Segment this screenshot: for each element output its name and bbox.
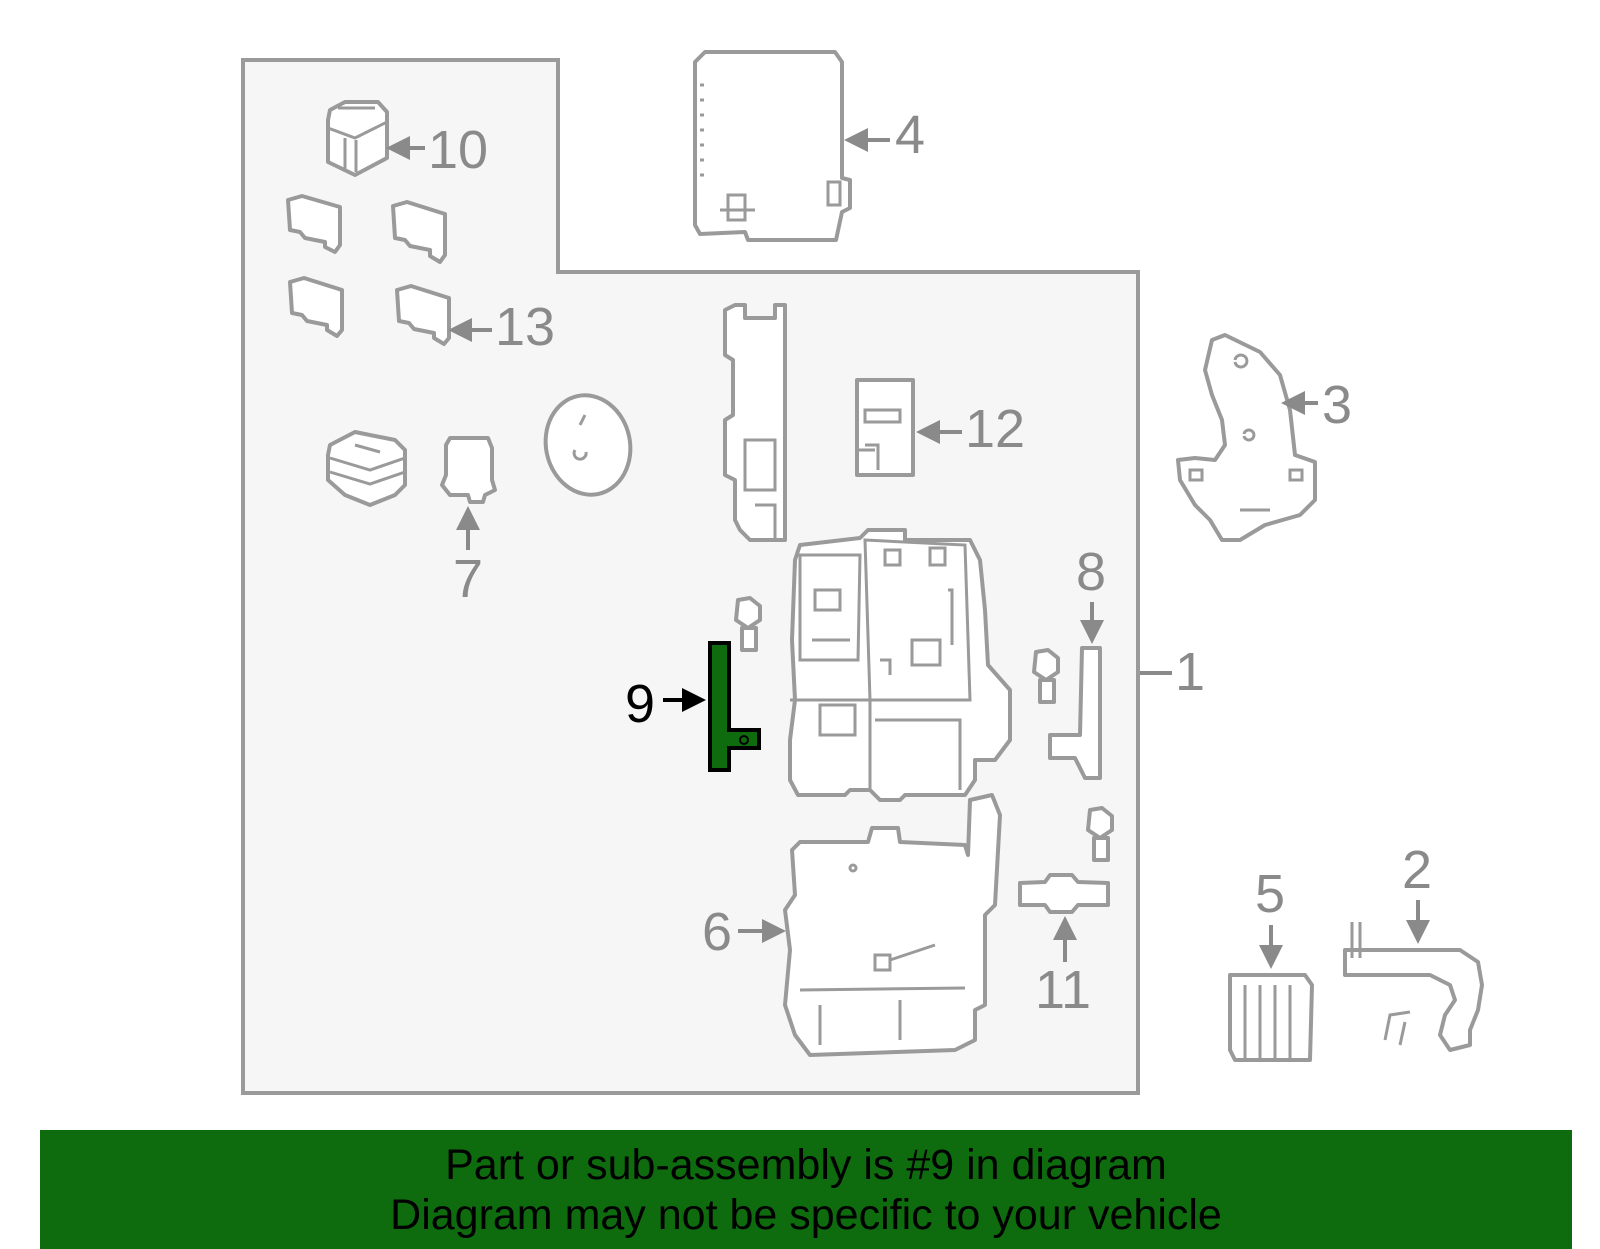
callout-10: 10 xyxy=(428,120,488,180)
part-2-bracket xyxy=(1343,922,1484,1052)
callout-3: 3 xyxy=(1322,375,1352,435)
banner-line-2: Diagram may not be specific to your vehi… xyxy=(390,1191,1222,1239)
callout-2: 2 xyxy=(1402,840,1432,900)
callout-9: 9 xyxy=(625,674,655,734)
part-13-fuses xyxy=(286,194,451,346)
part-5-cover xyxy=(1228,973,1314,1062)
part-9-bracket-highlighted xyxy=(708,641,761,772)
callout-13: 13 xyxy=(495,297,555,357)
assembly-boundary xyxy=(241,58,1140,1095)
bolt-lower xyxy=(1086,806,1114,862)
info-banner: Part or sub-assembly is #9 in diagram Di… xyxy=(40,1130,1572,1249)
banner-line-1: Part or sub-assembly is #9 in diagram xyxy=(445,1141,1167,1189)
part-12-relay xyxy=(855,378,915,477)
callout-4: 4 xyxy=(895,105,925,165)
callout-11: 11 xyxy=(1035,960,1091,1020)
callout-1: 1 xyxy=(1175,642,1205,702)
part-11-bracket xyxy=(1018,873,1110,914)
callout-5: 5 xyxy=(1255,864,1285,924)
bolt-middle xyxy=(1032,648,1060,704)
part-8-bracket xyxy=(1048,646,1102,780)
relay-block xyxy=(326,430,407,507)
part-4-control-module xyxy=(693,50,852,242)
upper-bracket xyxy=(723,303,787,542)
callout-12: 12 xyxy=(965,399,1025,459)
callout-8: 8 xyxy=(1076,542,1106,602)
part-10-relay xyxy=(326,100,389,177)
round-cover xyxy=(543,393,633,497)
part-3-bracket xyxy=(1176,333,1317,542)
junction-block xyxy=(788,528,1012,802)
part-6-lower-box xyxy=(783,793,1002,1057)
callout-6: 6 xyxy=(702,902,732,962)
bolt-upper xyxy=(734,596,762,652)
part-7-relay xyxy=(440,436,497,504)
callout-7: 7 xyxy=(453,549,483,609)
